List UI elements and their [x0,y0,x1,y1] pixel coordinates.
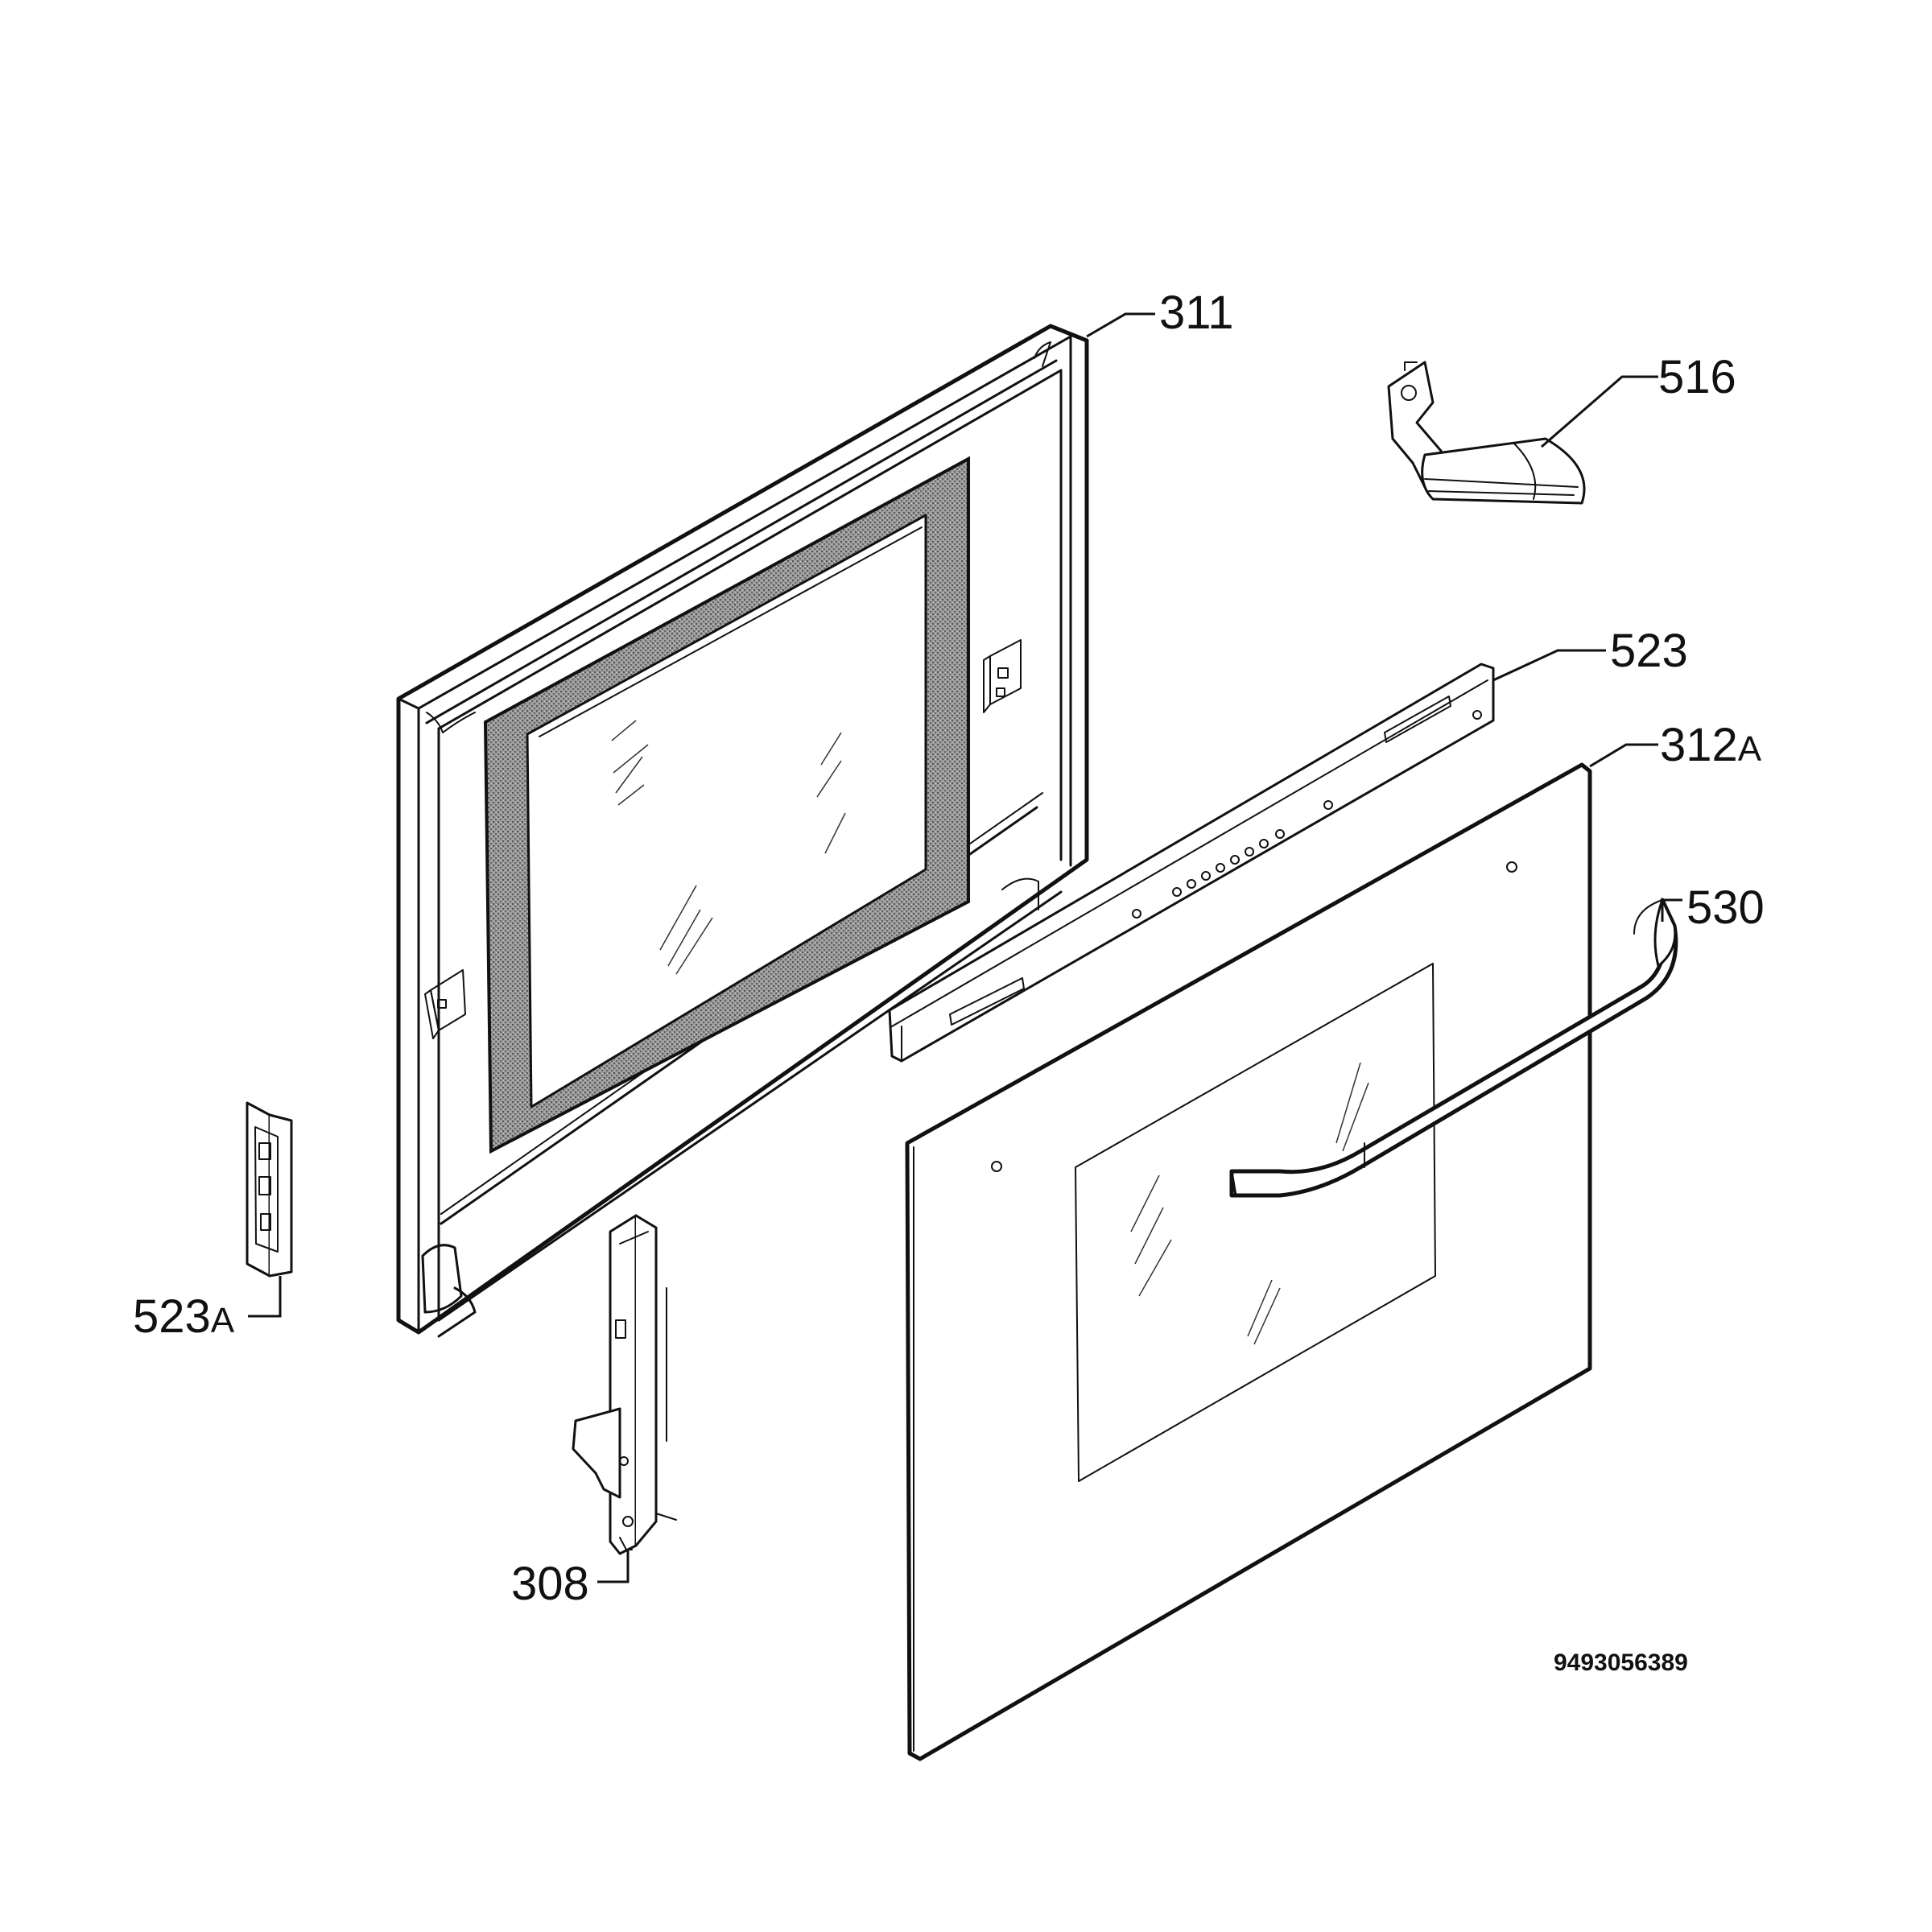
outer-glass-panel-312A [905,762,1592,1761]
hinge-308 [572,1214,677,1555]
callout-312A: 312A [1660,719,1762,771]
callout-311: 311 [1159,287,1233,339]
bracket-523A [246,1101,293,1278]
document-number: 9493056389 [1554,1649,1688,1676]
callout-523A: 523A [133,1290,235,1343]
callout-516: 516 [1658,351,1736,403]
leader-lines [248,312,1682,1583]
callout-530: 530 [1686,881,1765,934]
callout-312A-suffix: A [1738,729,1762,769]
callout-523A-suffix: A [211,1301,235,1340]
hinge-rail-523 [888,663,1495,1063]
callout-308: 308 [511,1558,589,1610]
callout-523: 523 [1610,625,1688,677]
inner-door-frame-311 [396,324,1089,1338]
hinge-clip-516 [1387,361,1586,505]
